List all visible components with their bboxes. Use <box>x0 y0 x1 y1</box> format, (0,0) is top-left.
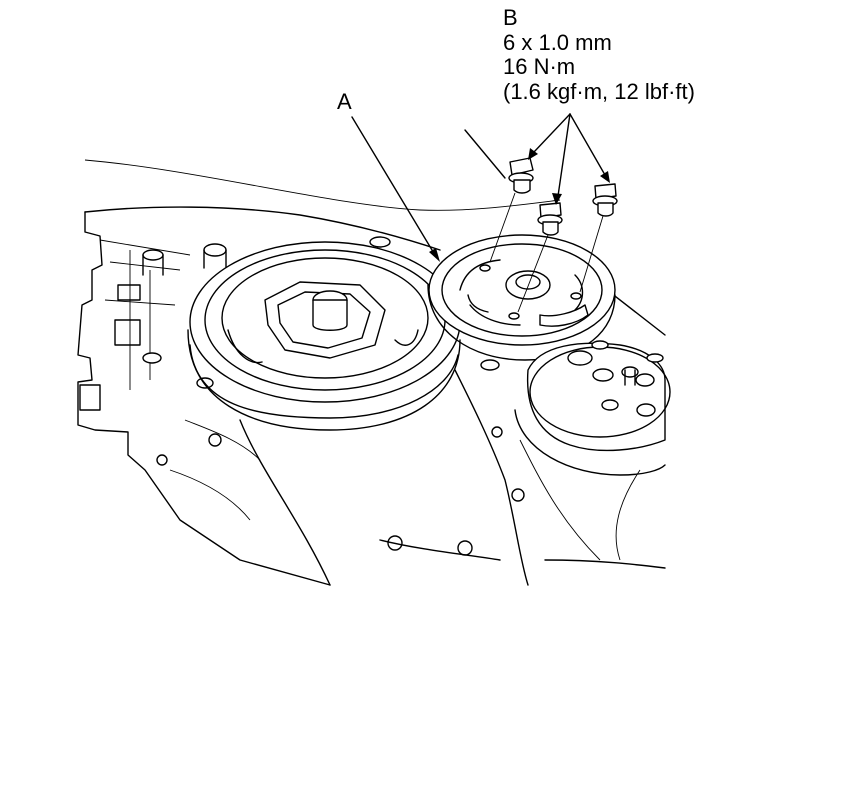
bolt-guide-lines <box>489 192 604 313</box>
callout-b-spec: B 6 x 1.0 mm 16 N·m (1.6 kgf·m, 12 lbf·f… <box>503 5 695 104</box>
engine-outline <box>77 129 666 586</box>
bolt-right <box>592 183 618 217</box>
compressor-clutch <box>480 340 671 476</box>
leader-a <box>351 116 440 262</box>
torque-nm-text: 16 N·m <box>503 54 576 79</box>
pulley-a <box>427 234 616 361</box>
torque-alt-text: (1.6 kgf·m, 12 lbf·ft) <box>503 78 695 104</box>
bolt-left <box>508 157 534 194</box>
callout-a-label: A <box>337 89 352 114</box>
leader-b <box>528 113 610 205</box>
callout-b-label: B <box>503 5 518 30</box>
bolt-center <box>537 202 563 236</box>
bolt-size-text: 6 x 1.0 mm <box>503 29 612 55</box>
crankshaft-pulley <box>187 241 461 431</box>
